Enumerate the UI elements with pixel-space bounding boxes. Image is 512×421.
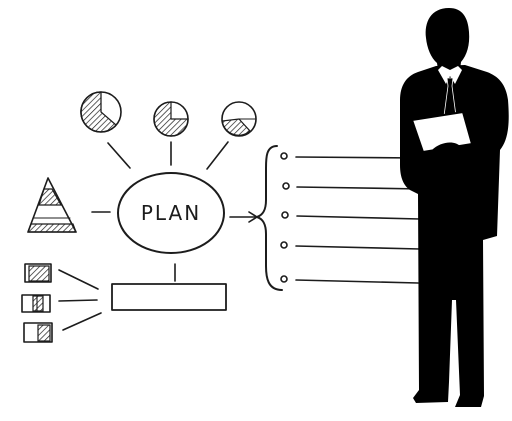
square-connectors: [58, 269, 102, 331]
plan-node: PLAN: [117, 172, 225, 254]
list-item: [282, 182, 423, 190]
half-square-icon: [23, 322, 53, 343]
list-item: [280, 152, 421, 160]
bottom-box: [111, 283, 227, 311]
businessman-with-tablet-icon: [400, 8, 509, 407]
list-item: [280, 275, 419, 284]
curly-brace: [256, 145, 283, 291]
pyramid-chart-icon: [27, 177, 77, 233]
pie-chart-icon: [80, 91, 122, 133]
plan-arrow: [229, 211, 258, 223]
pie-connectors: [107, 141, 229, 170]
list-item: [281, 211, 421, 220]
pie-chart-icon: [153, 101, 189, 137]
hatched-square-icon: [24, 263, 52, 283]
list-item: [280, 241, 421, 250]
plan-label: PLAN: [141, 201, 201, 225]
pie-chart-icon: [221, 101, 257, 137]
half-square-icon: [21, 294, 51, 313]
